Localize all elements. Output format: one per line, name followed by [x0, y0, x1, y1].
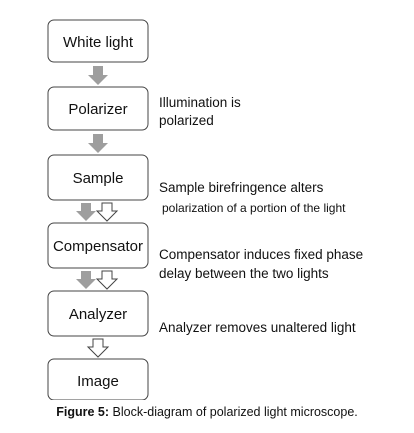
figure-caption: Figure 5: Block-diagram of polarized lig…: [0, 405, 414, 419]
compensator-label: Compensator: [53, 238, 143, 255]
caption-text: Block-diagram of polarized light microsc…: [112, 405, 358, 419]
arrow-compensator-to-analyzer-unaltered: [76, 271, 96, 289]
arrow-compensator-to-analyzer-altered: [95, 270, 119, 290]
image-label: Image: [77, 373, 119, 390]
image-box: Image: [47, 358, 149, 400]
arrow-light-to-polarizer: [88, 66, 108, 85]
sample-box: Sample: [47, 154, 149, 201]
arrow-analyzer-to-image: [86, 338, 110, 358]
compensator-note-line-2: delay between the two lights: [159, 266, 329, 281]
analyzer-box: Analyzer: [47, 290, 149, 337]
polarizer-note-line-1: Illumination is: [159, 95, 241, 110]
sample-note-line-1: Sample birefringence alters: [159, 180, 324, 195]
block-diagram: White light Polarizer Sample Compensator…: [47, 19, 363, 400]
arrow-sample-to-compensator-altered: [95, 202, 119, 222]
caption-prefix: Figure 5:: [56, 405, 110, 419]
sample-label: Sample: [73, 170, 124, 187]
analyzer-label: Analyzer: [69, 306, 127, 323]
arrow-polarizer-to-sample: [88, 134, 108, 153]
compensator-box: Compensator: [47, 222, 149, 269]
polarizer-box: Polarizer: [47, 86, 149, 131]
polarizer-label: Polarizer: [68, 101, 127, 118]
white-light-box: White light: [47, 19, 149, 63]
sample-note-line-2: polarization of a portion of the light: [162, 201, 346, 215]
polarizer-note-line-2: polarized: [159, 113, 214, 128]
analyzer-note-line-1: Analyzer removes unaltered light: [159, 320, 356, 335]
white-light-label: White light: [63, 34, 134, 51]
arrow-sample-to-compensator-unaltered: [76, 203, 96, 221]
compensator-note-line-1: Compensator induces fixed phase: [159, 247, 363, 262]
